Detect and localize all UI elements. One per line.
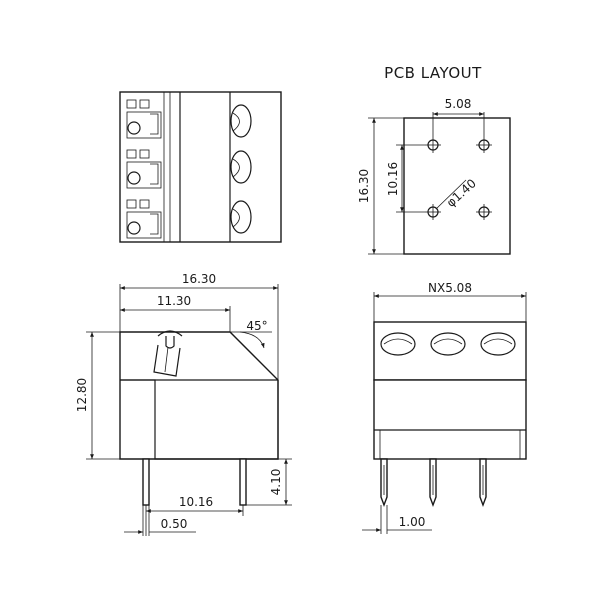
pcb-hole-3 <box>425 204 441 220</box>
side-pin-right <box>239 458 247 506</box>
side-view: 16.30 11.30 45° 12.80 4.10 10.16 0.50 <box>75 272 292 536</box>
dim-pcb-pitch: 5.08 <box>445 97 472 111</box>
pcb-layout-view: PCB LAYOUT 5.08 16 <box>357 64 511 255</box>
dim-side-angle: 45° <box>246 319 267 333</box>
front-pin-3 <box>479 458 487 507</box>
dim-pin-length: 4.10 <box>269 469 283 496</box>
dim-front-width: NX5.08 <box>428 281 472 295</box>
side-lever <box>153 330 183 377</box>
screw-hole-3 <box>230 200 252 234</box>
wire-opening-3 <box>480 332 516 356</box>
wire-opening-2 <box>430 332 466 356</box>
lever-1 <box>126 99 162 139</box>
dim-pcb-height: 16.30 <box>357 169 371 203</box>
front-pin-1 <box>380 458 388 507</box>
dim-pin-spacing: 10.16 <box>179 495 213 509</box>
dim-pcb-row-spacing: 10.16 <box>386 162 400 196</box>
dim-side-top: 11.30 <box>157 294 191 308</box>
pcb-layout-title: PCB LAYOUT <box>384 64 482 82</box>
side-pin-left <box>142 458 150 506</box>
screw-hole-1 <box>230 104 252 138</box>
lever-3 <box>126 199 162 239</box>
lever-2 <box>126 149 162 189</box>
pcb-hole-4 <box>476 204 492 220</box>
pcb-hole-2 <box>476 137 492 153</box>
dim-side-height: 12.80 <box>75 378 89 412</box>
dim-side-width: 16.30 <box>182 272 216 286</box>
front-view: NX5.08 1.00 <box>362 281 527 534</box>
pcb-hole-1 <box>425 137 441 153</box>
dim-pin-thickness: 0.50 <box>161 517 188 531</box>
wire-opening-1 <box>380 332 416 356</box>
screw-hole-2 <box>230 150 252 184</box>
top-view <box>119 91 282 243</box>
dim-front-pin-width: 1.00 <box>399 515 426 529</box>
front-pin-2 <box>429 458 437 507</box>
